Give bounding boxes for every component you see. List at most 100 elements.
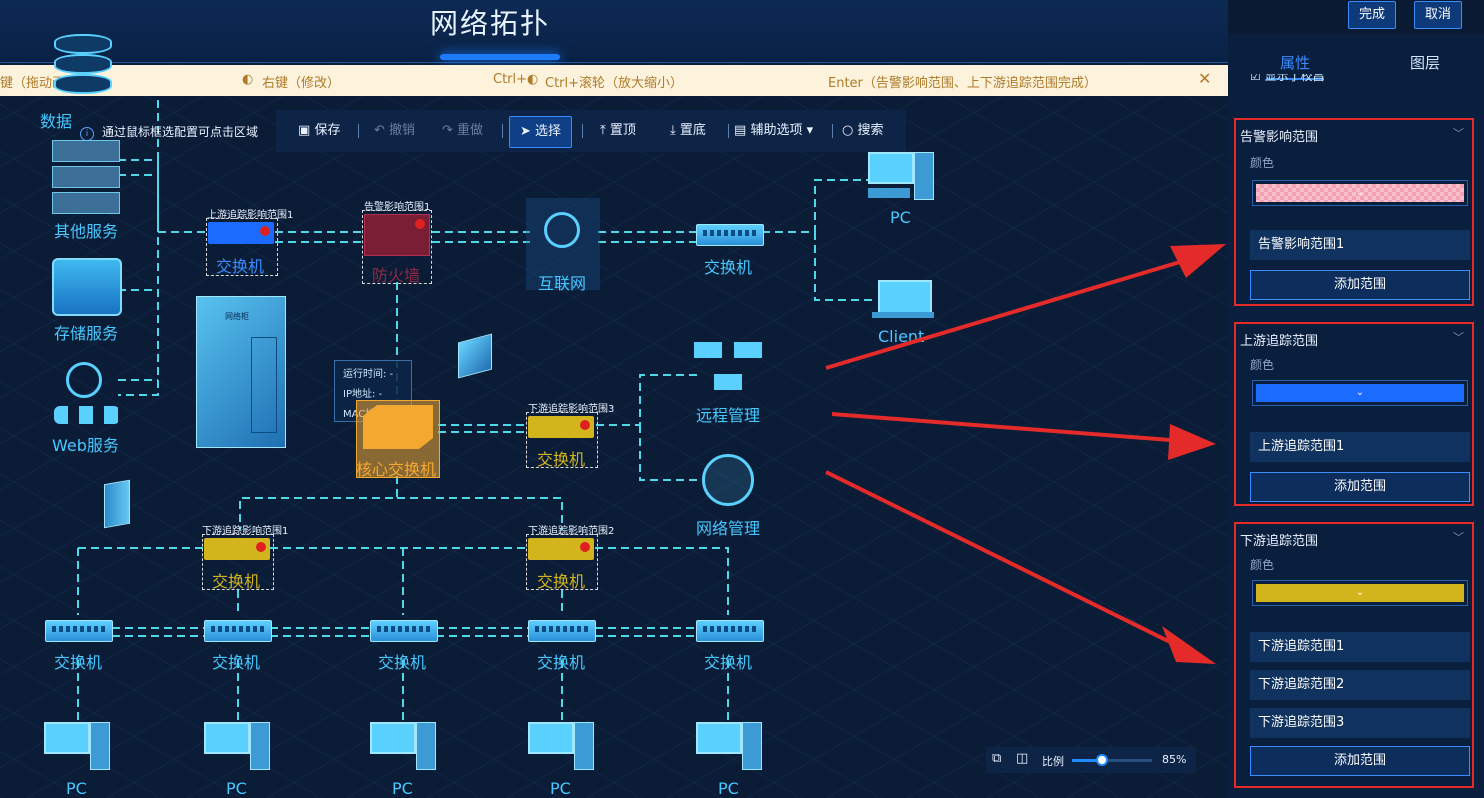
arrow-bottom-icon: ⤓ — [670, 123, 676, 138]
downstream2-label: 下游追踪影响范围2 — [528, 526, 615, 537]
zoom-slider[interactable] — [1072, 754, 1152, 766]
upstream-switch-label: 交换机 — [216, 257, 265, 276]
alert-dot-icon — [256, 542, 266, 552]
send-bottom-button[interactable]: ⤓ 置底 — [670, 110, 706, 152]
pc-icon[interactable] — [696, 722, 764, 772]
range-item[interactable]: 上游追踪范围1 — [1250, 432, 1470, 462]
switch-device[interactable] — [528, 620, 596, 642]
downstream3-switch-label: 交换机 — [537, 450, 586, 469]
downstream-range-group: 下游追踪范围 ﹀ 颜色 ⌄ 下游追踪范围1 下游追踪范围2 下游追踪范围3 添加… — [1234, 522, 1474, 788]
title-bar: 网络拓扑 — [0, 0, 1228, 63]
database-icon[interactable] — [54, 34, 112, 96]
small-server-icon[interactable] — [104, 479, 130, 529]
toolbar-divider — [832, 124, 833, 138]
title-glow — [440, 54, 560, 60]
upstream-range-group: 上游追踪范围 ﹀ 颜色 ⌄ 上游追踪范围1 添加范围 — [1234, 322, 1474, 506]
pc-icon[interactable] — [528, 722, 596, 772]
color-swatch: ⌄ — [1256, 184, 1464, 202]
link-layer — [77, 100, 872, 720]
close-icon[interactable]: ✕ — [1198, 69, 1212, 88]
toolbar-divider — [358, 124, 359, 138]
search-button[interactable]: ○ 搜索 — [842, 110, 884, 152]
aux-options-dropdown[interactable]: ▤ 辅助选项 ▾ — [734, 110, 813, 152]
chevron-down-icon[interactable]: ﹀ — [1453, 531, 1464, 544]
pc-row-label: PC — [718, 779, 739, 798]
undo-button[interactable]: ↶ 撤销 — [374, 110, 415, 152]
range-item[interactable]: 下游追踪范围2 — [1250, 670, 1470, 700]
switch-device[interactable] — [370, 620, 438, 642]
save-label: 保存 — [314, 123, 341, 138]
switch-device[interactable] — [204, 620, 272, 642]
downstream3-switch-device[interactable] — [528, 416, 594, 438]
add-range-button[interactable]: 添加范围 — [1250, 472, 1470, 502]
storage-icon[interactable] — [52, 258, 122, 316]
switch-device[interactable] — [696, 224, 764, 246]
internet-node[interactable] — [526, 198, 600, 290]
web-globe-icon[interactable] — [66, 362, 102, 398]
pc-icon[interactable] — [204, 722, 272, 772]
upstream-color-picker[interactable]: ⌄ — [1252, 380, 1468, 406]
core-switch-label: 核心交换机 — [356, 460, 437, 479]
range-item[interactable]: 下游追踪范围1 — [1250, 632, 1470, 662]
redo-icon: ↷ — [442, 123, 453, 138]
downstream1-label: 下游追踪影响范围1 — [202, 526, 289, 537]
downstream1-switch-device[interactable] — [204, 538, 270, 560]
select-button[interactable]: ➤ 选择 — [509, 116, 573, 148]
zoom-control: ⧉ ◫ 比例 85% — [986, 747, 1196, 773]
switch-device[interactable] — [696, 620, 764, 642]
zoom-slider-knob[interactable] — [1095, 754, 1108, 766]
color-swatch: ⌄ — [1256, 384, 1464, 402]
alarm-range-label: 告警影响范围1 — [364, 202, 431, 213]
add-range-button[interactable]: 添加范围 — [1250, 746, 1470, 776]
network-rack[interactable]: 网络柜 — [196, 296, 286, 448]
remote-mgmt-icon[interactable] — [694, 342, 764, 392]
switch-row-label: 交换机 — [378, 653, 427, 672]
bring-top-button[interactable]: ⤒ 置顶 — [600, 110, 636, 152]
chevron-down-icon[interactable]: ﹀ — [1453, 331, 1464, 344]
core-switch-device[interactable] — [356, 400, 440, 478]
pc-icon[interactable] — [44, 722, 112, 772]
top-label: 置顶 — [609, 123, 636, 138]
info-ip: IP地址: - — [343, 389, 383, 400]
add-range-button[interactable]: 添加范围 — [1250, 270, 1470, 300]
range-item[interactable]: 下游追踪范围3 — [1250, 708, 1470, 738]
tip-text: 通过鼠标框选配置可点击区域 — [102, 125, 259, 139]
downstream-color-picker[interactable]: ⌄ — [1252, 580, 1468, 606]
server-stack-icon[interactable] — [52, 140, 120, 214]
laptop-icon[interactable] — [872, 280, 934, 320]
table-icon: ▤ — [734, 123, 747, 138]
tab-properties[interactable]: 属性 — [1280, 54, 1311, 72]
alarm-color-picker[interactable]: ⌄ — [1252, 180, 1468, 206]
aux-label: 辅助选项 — [750, 123, 803, 138]
range-item[interactable]: 告警影响范围1 — [1250, 230, 1470, 260]
selection-box — [362, 210, 432, 284]
selection-box — [526, 412, 598, 468]
save-button[interactable]: ▣ 保存 — [298, 110, 340, 152]
switch-device[interactable] — [45, 620, 113, 642]
tab-layers[interactable]: 图层 — [1410, 54, 1441, 72]
cancel-button[interactable]: 取消 — [1414, 1, 1463, 29]
hint-zoom: Ctrl+滚轮（放大缩小） — [545, 76, 684, 91]
alert-dot-icon — [260, 226, 270, 236]
downstream2-switch-device[interactable] — [528, 538, 594, 560]
fit-view-icon[interactable]: ⧉ — [992, 751, 1002, 766]
cut-off-checkbox[interactable]: ☑ 显示了校昌 — [1250, 74, 1325, 84]
upstream-switch-device[interactable] — [208, 222, 274, 244]
data-service-label: 数据 — [40, 112, 73, 131]
caret-down-icon: ▾ — [806, 123, 814, 138]
switch-top-label: 交换机 — [704, 258, 753, 277]
done-button[interactable]: 完成 — [1348, 1, 1397, 29]
topology-canvas[interactable]: 网络拓扑 键（拖动画布） ◐ 右键（修改） Ctrl+ ◐ Ctrl+滚轮（放大… — [0, 0, 1228, 798]
redo-label: 重做 — [457, 123, 484, 138]
redo-button[interactable]: ↷ 重做 — [442, 110, 483, 152]
switch-row-label: 交换机 — [54, 653, 103, 672]
zoom-slider-fill — [1072, 759, 1102, 762]
pc-icon[interactable] — [868, 152, 936, 200]
pc-row-label: PC — [226, 779, 247, 798]
chevron-down-icon[interactable]: ﹀ — [1453, 127, 1464, 140]
firewall-device[interactable] — [364, 214, 430, 256]
net-mgmt-globe-icon[interactable] — [702, 454, 754, 506]
alarm-range-group: 告警影响范围 ﹀ 颜色 ⌄ 告警影响范围1 添加范围 — [1234, 118, 1474, 306]
layout-icon[interactable]: ◫ — [1016, 751, 1029, 766]
pc-icon[interactable] — [370, 722, 438, 772]
